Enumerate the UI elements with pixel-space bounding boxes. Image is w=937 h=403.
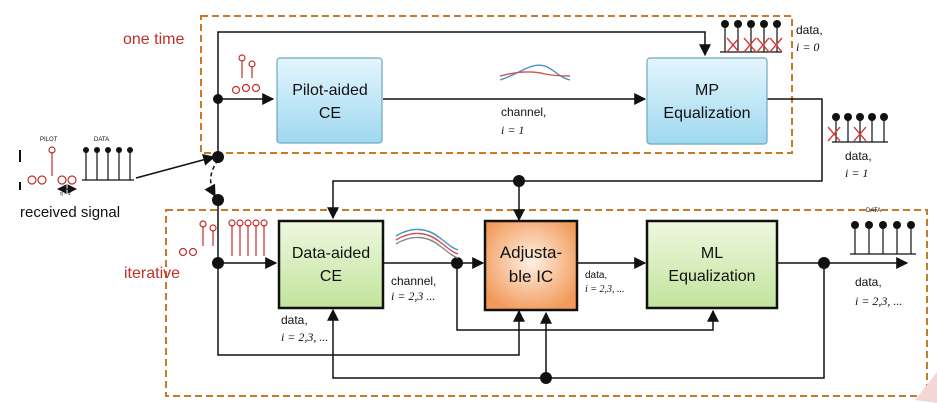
one-time-label: one time bbox=[123, 31, 184, 48]
data-ic-label: data, i = 2,3, ... bbox=[585, 270, 625, 295]
svg-text:i = 1: i = 1 bbox=[845, 166, 868, 180]
iterative-label: iterative bbox=[124, 265, 180, 282]
svg-text:CE: CE bbox=[319, 105, 341, 122]
svg-text:i = 1: i = 1 bbox=[501, 123, 524, 137]
svg-text:Equalization: Equalization bbox=[663, 105, 750, 122]
svg-text:data,: data, bbox=[585, 270, 607, 281]
channel-curve-icon-2 bbox=[395, 228, 459, 259]
data-ce-block: Data-aided CE bbox=[277, 219, 385, 310]
received-signal-icon bbox=[19, 146, 134, 194]
one-time-wires bbox=[135, 31, 823, 220]
svg-text:ble IC: ble IC bbox=[509, 267, 553, 286]
pilot-glyph-icon bbox=[231, 54, 261, 95]
svg-text:data,: data, bbox=[855, 275, 882, 289]
pilot-ce-block: Pilot-aided CE bbox=[276, 57, 383, 144]
received-signal-label: received signal bbox=[20, 204, 120, 221]
svg-text:i = 0: i = 0 bbox=[796, 40, 819, 54]
svg-text:Adjusta-: Adjusta- bbox=[500, 243, 562, 262]
svg-text:Pilot-aided: Pilot-aided bbox=[292, 82, 368, 99]
data-out-label: data, i = 2,3, ... bbox=[855, 275, 902, 308]
svg-text:i = 2,3, ...: i = 2,3, ... bbox=[585, 284, 625, 295]
svg-text:i = 2,3, ...: i = 2,3, ... bbox=[281, 330, 328, 344]
iterative-wires bbox=[217, 181, 909, 379]
svg-text:data,: data, bbox=[796, 23, 823, 37]
pilot-tag: PILOT bbox=[40, 137, 58, 143]
data-0-label: data, i = 0 bbox=[796, 23, 823, 54]
svg-text:Data-aided: Data-aided bbox=[292, 245, 370, 262]
data-0-glyph-icon bbox=[720, 20, 783, 53]
svg-text:data,: data, bbox=[281, 313, 308, 327]
svg-text:ML: ML bbox=[701, 245, 723, 262]
svg-text:i = 2,3 ...: i = 2,3 ... bbox=[391, 289, 435, 303]
data-1-glyph-icon bbox=[827, 113, 888, 143]
adjustable-ic-block: Adjusta- ble IC bbox=[483, 219, 579, 312]
channel-1-label: channel, i = 1 bbox=[501, 105, 546, 137]
one-time-region bbox=[200, 15, 793, 154]
svg-text:Equalization: Equalization bbox=[668, 268, 755, 285]
iterative-signal-icon bbox=[178, 219, 268, 257]
spacing-tag: q − z bbox=[60, 191, 71, 197]
svg-text:channel,: channel, bbox=[391, 274, 436, 288]
svg-text:CE: CE bbox=[320, 268, 342, 285]
svg-text:data,: data, bbox=[845, 149, 872, 163]
data-tag-left: DATA bbox=[94, 137, 109, 143]
ml-equalization-block: ML Equalization bbox=[645, 219, 779, 310]
channel-curve-icon-1 bbox=[499, 64, 571, 81]
data-tag-right: DATA bbox=[866, 208, 881, 214]
channel-2-label: channel, i = 2,3 ... bbox=[391, 274, 436, 303]
data-1-label: data, i = 1 bbox=[845, 149, 872, 180]
mp-equalization-block: MP Equalization bbox=[646, 57, 768, 145]
iterative-region bbox=[165, 209, 928, 397]
svg-text:MP: MP bbox=[695, 82, 719, 99]
corner-accent-icon bbox=[915, 372, 937, 403]
svg-text:channel,: channel, bbox=[501, 105, 546, 119]
svg-text:i = 2,3, ...: i = 2,3, ... bbox=[855, 294, 902, 308]
data-feedback-label: data, i = 2,3, ... bbox=[281, 313, 328, 344]
data-out-glyph-icon bbox=[850, 221, 916, 255]
junction-dots bbox=[212, 94, 830, 384]
